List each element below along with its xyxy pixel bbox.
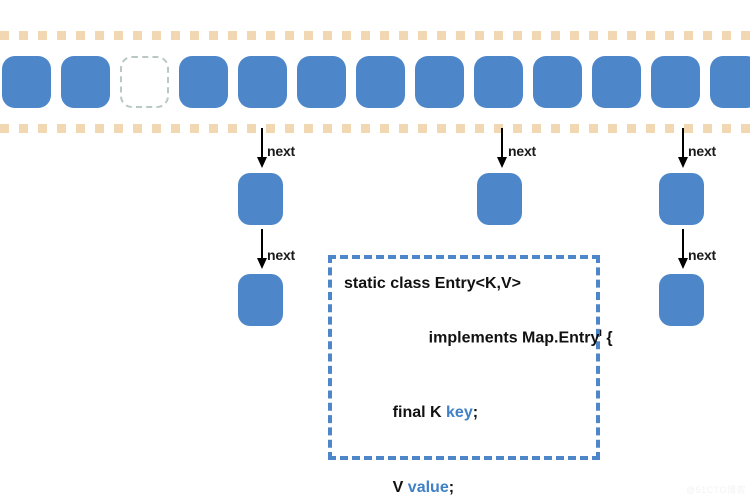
watermark: @51CTO博客: [686, 485, 746, 495]
chain-bucket-11-arrow-1: [676, 229, 690, 269]
code-line-3: final K key;: [344, 375, 586, 450]
bucket-8[interactable]: [474, 56, 523, 108]
arrow-head-icon: [678, 258, 688, 269]
bucket-7[interactable]: [415, 56, 464, 108]
code-line-2: implements Map.EntryI {: [344, 296, 613, 375]
chain-bucket-11-node-1[interactable]: [659, 274, 704, 326]
code-line-4-identifier: value: [407, 479, 449, 497]
chain-bucket-11-next-label-0: next: [688, 143, 716, 159]
arrow-head-icon: [678, 157, 688, 168]
code-line-3-tail: ;: [472, 404, 479, 422]
arrow-shaft: [501, 128, 503, 159]
chain-bucket-11-arrow-0: [676, 128, 690, 168]
bucket-10[interactable]: [592, 56, 641, 108]
arrow-head-icon: [257, 258, 267, 269]
code-line-2-suffix: {: [601, 329, 613, 347]
chain-bucket-4-node-1[interactable]: [238, 274, 283, 326]
code-line-2-text: implements Map.Entry: [428, 329, 600, 347]
chain-bucket-8-node-0[interactable]: [477, 173, 522, 225]
arrow-shaft: [682, 128, 684, 159]
code-line-3-keyword: final K: [392, 404, 447, 422]
bucket-12[interactable]: [710, 56, 750, 108]
code-line-4: V value;: [344, 450, 586, 500]
arrow-head-icon: [257, 157, 267, 168]
bucket-1[interactable]: [61, 56, 110, 108]
arrow-shaft: [261, 128, 263, 159]
film-strip-bottom: [0, 124, 750, 133]
bucket-5[interactable]: [297, 56, 346, 108]
bucket-4[interactable]: [238, 56, 287, 108]
code-line-1: static class Entry<K,V>: [344, 275, 521, 292]
chain-bucket-11-node-0[interactable]: [659, 173, 704, 225]
chain-bucket-8-next-label-0: next: [508, 143, 536, 159]
code-line-4-tail: ;: [448, 479, 455, 497]
chain-bucket-4-next-label-0: next: [267, 143, 295, 159]
chain-bucket-4-arrow-0: [255, 128, 269, 168]
chain-bucket-4-next-label-1: next: [267, 247, 295, 263]
bucket-11[interactable]: [651, 56, 700, 108]
arrow-shaft: [682, 229, 684, 260]
bucket-0[interactable]: [2, 56, 51, 108]
bucket-6[interactable]: [356, 56, 405, 108]
arrow-shaft: [261, 229, 263, 260]
chain-bucket-8-arrow-0: [495, 128, 509, 168]
code-line-4-keyword: V: [392, 479, 408, 497]
bucket-9[interactable]: [533, 56, 582, 108]
film-strip-top: [0, 31, 750, 40]
bucket-3[interactable]: [179, 56, 228, 108]
entry-class-code-box: static class Entry<K,V> implements Map.E…: [328, 255, 613, 496]
bucket-2[interactable]: [120, 56, 169, 108]
bucket-array: [0, 56, 750, 108]
code-line-2-superscript: I: [599, 328, 602, 338]
arrow-head-icon: [497, 157, 507, 168]
chain-bucket-4-arrow-1: [255, 229, 269, 269]
chain-bucket-4-node-0[interactable]: [238, 173, 283, 225]
chain-bucket-11-next-label-1: next: [688, 247, 716, 263]
code-line-3-identifier: key: [446, 404, 473, 422]
